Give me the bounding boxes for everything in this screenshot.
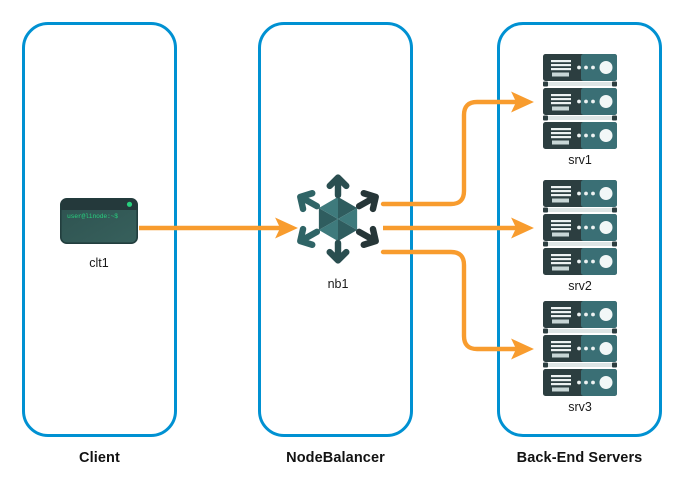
node-label-clt1: clt1	[89, 256, 109, 270]
group-label-client: Client	[79, 450, 120, 466]
hex-core	[318, 196, 358, 242]
connector-nb1-to-srv1	[380, 91, 534, 207]
node-label-nb1: nb1	[327, 277, 349, 291]
group-label-nodebalancer: NodeBalancer	[286, 450, 385, 466]
server-rack-icon	[543, 54, 617, 149]
nodebalancer-icon	[297, 174, 379, 264]
node-clt1[interactable]: user@linode:~$	[60, 198, 139, 245]
node-srv1[interactable]	[539, 53, 621, 151]
terminal-icon	[60, 198, 139, 245]
node-srv3[interactable]	[539, 300, 621, 398]
connector-nb1-to-srv3	[380, 249, 534, 360]
node-nb1[interactable]	[292, 173, 384, 265]
node-label-srv3: srv3	[568, 400, 592, 414]
node-label-srv1: srv1	[568, 153, 592, 167]
hex-arrows	[297, 174, 379, 264]
terminal-prompt-text: user@linode:~$	[67, 213, 118, 220]
node-srv2[interactable]	[539, 179, 621, 277]
server-rack-icon	[543, 301, 617, 396]
group-label-backend-servers: Back-End Servers	[516, 450, 643, 466]
server-rack-icon	[543, 180, 617, 275]
node-label-srv2: srv2	[568, 279, 592, 293]
